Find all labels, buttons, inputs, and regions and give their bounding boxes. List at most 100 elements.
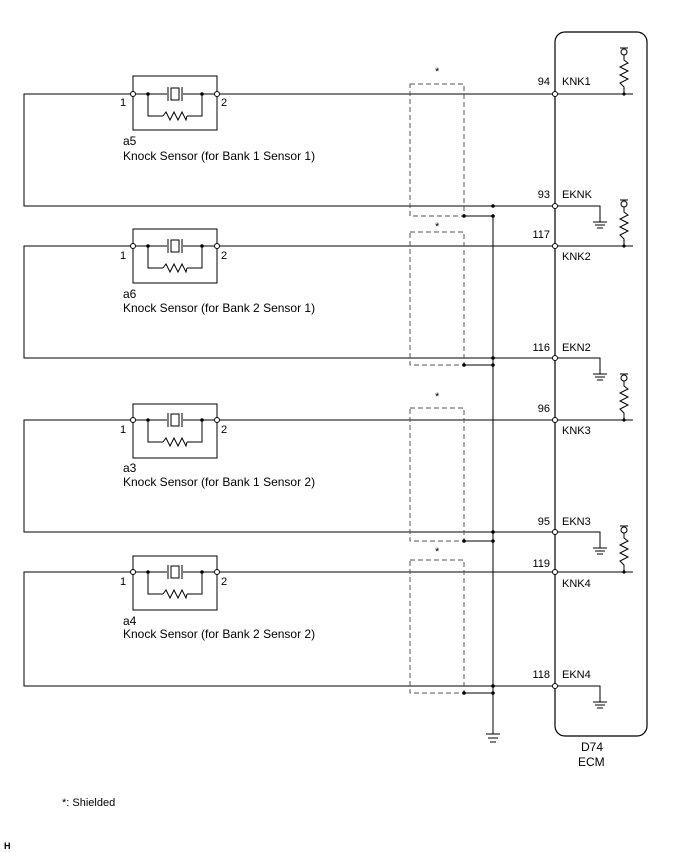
ecm-pin-number: 118 [532, 669, 550, 681]
sensor-id: a6 [123, 287, 137, 301]
resistor-icon [618, 533, 630, 572]
return-wire [23, 571, 552, 687]
sensor-pin-left: 1 [120, 576, 126, 588]
sensor-box [132, 75, 218, 131]
sensor-pin-right: 2 [221, 97, 227, 109]
shield-marker: * [435, 221, 440, 233]
resistor-icon [162, 110, 188, 122]
ecm-pin-name: EKN2 [562, 342, 591, 354]
sensor-name: Knock Sensor (for Bank 1 Sensor 2) [123, 475, 315, 489]
knock-sensor-circuit [23, 199, 633, 381]
return-wire [23, 419, 552, 533]
knock-sensor-circuit [23, 525, 633, 709]
ecm-supply-terminal [620, 200, 628, 208]
sensor-terminal [130, 569, 136, 575]
ecm-pin-name: EKN3 [562, 516, 591, 528]
ecm-terminal [552, 203, 558, 209]
junction-dot [491, 363, 495, 367]
sensor-id: a3 [123, 461, 137, 475]
ecm-name-label: ECM [578, 755, 605, 769]
shield-marker: * [435, 546, 440, 558]
junction-dot [462, 539, 466, 543]
crystal-body [170, 565, 180, 579]
sensor-internal-wire [187, 572, 203, 595]
ecm-pin-number: 93 [538, 189, 550, 201]
resistor-icon [162, 436, 188, 448]
sensor-internal-wire [147, 572, 163, 595]
ecm-terminal [552, 569, 558, 575]
ecm-pin-number: 117 [532, 229, 550, 241]
sensor-terminal [214, 243, 220, 249]
crystal-body [170, 239, 180, 253]
ecm-internal-wire [558, 205, 601, 222]
ecm-supply-terminal [620, 48, 628, 56]
junction-dot [491, 204, 495, 208]
sensor-terminal [130, 417, 136, 423]
sensor-pin-right: 2 [221, 576, 227, 588]
junction-dot [491, 530, 495, 534]
ecm-supply-terminal [620, 526, 628, 534]
ecm-pin-number: 95 [538, 516, 550, 528]
junction-dot [491, 539, 495, 543]
resistor-icon [162, 262, 188, 274]
ecm-supply-terminal [620, 374, 628, 382]
sensor-internal-wire [187, 420, 203, 443]
shield-marker: * [435, 66, 440, 78]
sensor-pin-left: 1 [120, 424, 126, 436]
sensor-pin-left: 1 [120, 97, 126, 109]
sensor-internal-wire [187, 246, 203, 269]
ecm-internal-wire [558, 531, 601, 548]
ecm-pin-number: 116 [532, 342, 550, 354]
sensor-pin-right: 2 [221, 250, 227, 262]
crystal-body [170, 413, 180, 427]
shield-marker: * [435, 391, 440, 403]
knock-sensor-circuit [23, 373, 633, 555]
sensor-terminal [130, 243, 136, 249]
shield-ground-symbol [486, 733, 500, 743]
ecm-terminal [552, 417, 558, 423]
ecm-connector-label: D74 [581, 740, 603, 754]
junction-dot [462, 214, 466, 218]
sensor-internal-wire [147, 420, 163, 443]
sensor-box [132, 555, 218, 611]
shield-box [409, 83, 465, 217]
ecm-terminal [552, 529, 558, 535]
ecm-terminal [552, 243, 558, 249]
ecm-terminal [552, 683, 558, 689]
sensor-pin-left: 1 [120, 250, 126, 262]
ecm-terminal [552, 91, 558, 97]
sensor-terminal [214, 91, 220, 97]
return-wire [23, 93, 552, 207]
sensor-box [132, 228, 218, 284]
sensor-id: a4 [123, 614, 137, 628]
sensor-terminal [214, 569, 220, 575]
sensor-name: Knock Sensor (for Bank 1 Sensor 1) [123, 149, 315, 163]
resistor-icon [618, 381, 630, 420]
sensor-terminal [130, 91, 136, 97]
sensor-pin-right: 2 [221, 424, 227, 436]
junction-dot [491, 356, 495, 360]
return-wire [23, 245, 552, 359]
crystal-body [170, 87, 180, 101]
junction-dot [462, 363, 466, 367]
corner-mark: H [4, 841, 11, 851]
sensor-name: Knock Sensor (for Bank 2 Sensor 2) [123, 627, 315, 641]
ecm-pin-number: 119 [532, 558, 550, 570]
ecm-pin-name: KNK1 [562, 76, 591, 88]
resistor-icon [618, 55, 630, 94]
sensor-name: Knock Sensor (for Bank 2 Sensor 1) [123, 301, 315, 315]
shield-box [409, 407, 465, 542]
ecm-box [554, 31, 648, 737]
footnote: *: Shielded [62, 797, 115, 809]
resistor-icon [162, 588, 188, 600]
ecm-internal-wire [558, 357, 601, 374]
shield-box [409, 231, 465, 366]
sensor-internal-wire [147, 94, 163, 117]
junction-dot [462, 691, 466, 695]
ecm-pin-name: KNK4 [562, 578, 591, 590]
sensor-internal-wire [147, 246, 163, 269]
ecm-internal-wire [558, 685, 601, 702]
ecm-pin-name: KNK3 [562, 425, 591, 437]
sensor-id: a5 [123, 134, 137, 148]
